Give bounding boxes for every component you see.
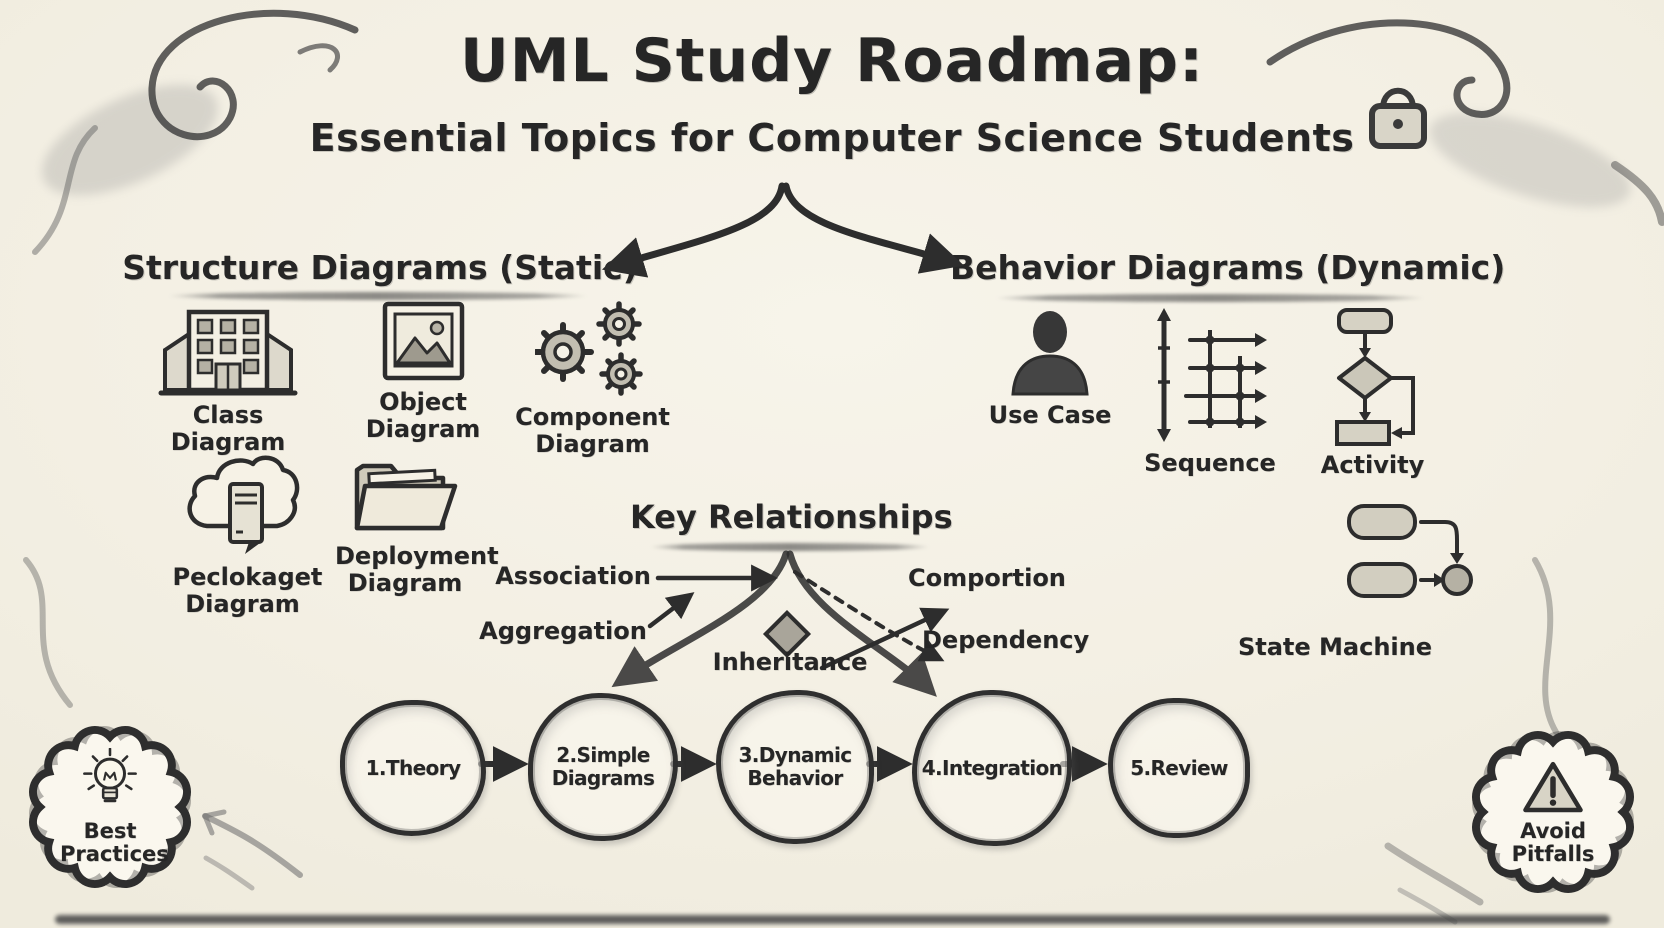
decorative-swirl-bottom-left bbox=[23, 557, 303, 891]
structure-item-label: Component Diagram bbox=[515, 403, 670, 458]
relationship-dependency-label: Dependency bbox=[922, 626, 1090, 654]
behavior-item-label: Sequence bbox=[1144, 449, 1276, 477]
bottom-edge-line bbox=[55, 915, 1610, 924]
flowchart-icon bbox=[1335, 308, 1415, 446]
behavior-item-state-machine bbox=[1345, 500, 1480, 625]
behavior-item-use-case: Use Case bbox=[965, 306, 1135, 429]
underline-smudge bbox=[650, 543, 930, 551]
roadmap-step-4: 4.Integration bbox=[912, 690, 1072, 846]
building-icon bbox=[158, 309, 298, 396]
behavior-item-label: Use Case bbox=[988, 401, 1112, 429]
structure-section-heading: Structure Diagrams (Static) bbox=[122, 248, 638, 287]
behavior-item-sequence: Sequence bbox=[1140, 306, 1280, 477]
structure-item-label: Class Diagram bbox=[170, 401, 286, 456]
badge-label: Avoid Pitfalls bbox=[1511, 818, 1595, 866]
behavior-item-label: Activity bbox=[1320, 451, 1425, 479]
avoid-pitfalls-badge: Avoid Pitfalls bbox=[1468, 727, 1638, 897]
page-subtitle: Essential Topics for Computer Science St… bbox=[309, 116, 1355, 160]
structure-item-deployment-diagram: Deployment Diagram bbox=[320, 444, 499, 597]
scalloped-seal-icon bbox=[29, 726, 191, 888]
sequence-diagram-icon bbox=[1156, 308, 1267, 442]
roadmap-step-1: 1.Theory bbox=[340, 700, 486, 836]
roadmap-step-2: 2.Simple Diagrams bbox=[528, 693, 678, 841]
roadmap-step-label: 3.Dynamic Behavior bbox=[738, 743, 852, 790]
picture-icon bbox=[382, 301, 464, 381]
best-practices-badge: Best Practices bbox=[25, 722, 195, 892]
structure-item-object-diagram: Object Diagram bbox=[318, 300, 528, 443]
relationships-section-heading: Key Relationships bbox=[630, 498, 953, 536]
gears-icon bbox=[535, 301, 643, 396]
decorative-swirl-top-right bbox=[1266, 19, 1664, 226]
roadmap-step-label: 1.Theory bbox=[365, 755, 461, 780]
relationship-association-label: Association bbox=[495, 562, 651, 590]
structure-item-label: Deployment Diagram bbox=[335, 542, 499, 597]
relationship-inheritance-label: Inheritance bbox=[712, 648, 868, 676]
structure-item-peclokaget-diagram: Peclokaget Diagram bbox=[155, 448, 330, 618]
roadmap-step-5: 5.Review bbox=[1108, 698, 1250, 838]
decorative-swirl-top-left bbox=[32, 9, 359, 255]
behavior-section-heading: Behavior Diagrams (Dynamic) bbox=[950, 248, 1506, 287]
structure-item-component-diagram: Component Diagram bbox=[510, 300, 675, 458]
structure-item-label: Peclokaget Diagram bbox=[172, 563, 323, 618]
warning-triangle-icon bbox=[1523, 761, 1583, 813]
state-machine-icon bbox=[1347, 504, 1473, 598]
padlock-doodle-icon bbox=[1369, 87, 1427, 149]
underline-smudge bbox=[995, 294, 1425, 302]
cloud-server-icon bbox=[186, 455, 299, 554]
person-icon bbox=[1011, 311, 1089, 396]
lightbulb-icon bbox=[83, 747, 137, 803]
roadmap-step-label: 4.Integration bbox=[921, 755, 1063, 780]
underline-smudge bbox=[168, 292, 588, 300]
badge-label: Best Practices bbox=[60, 818, 169, 866]
roadmap-step-label: 5.Review bbox=[1130, 755, 1228, 780]
roadmap-step-label: 2.Simple Diagrams bbox=[551, 743, 655, 790]
page-title: UML Study Roadmap: bbox=[460, 26, 1204, 96]
relationship-composition-label: Comportion bbox=[908, 564, 1066, 592]
structure-item-class-diagram: Class Diagram bbox=[133, 306, 323, 456]
roadmap-step-3: 3.Dynamic Behavior bbox=[716, 690, 874, 844]
structure-item-label: Object Diagram bbox=[365, 388, 481, 443]
behavior-item-label: State Machine bbox=[1237, 633, 1433, 661]
folder-icon bbox=[354, 463, 458, 531]
relationship-aggregation-label: Aggregation bbox=[479, 617, 647, 645]
behavior-item-activity: Activity bbox=[1305, 306, 1440, 479]
